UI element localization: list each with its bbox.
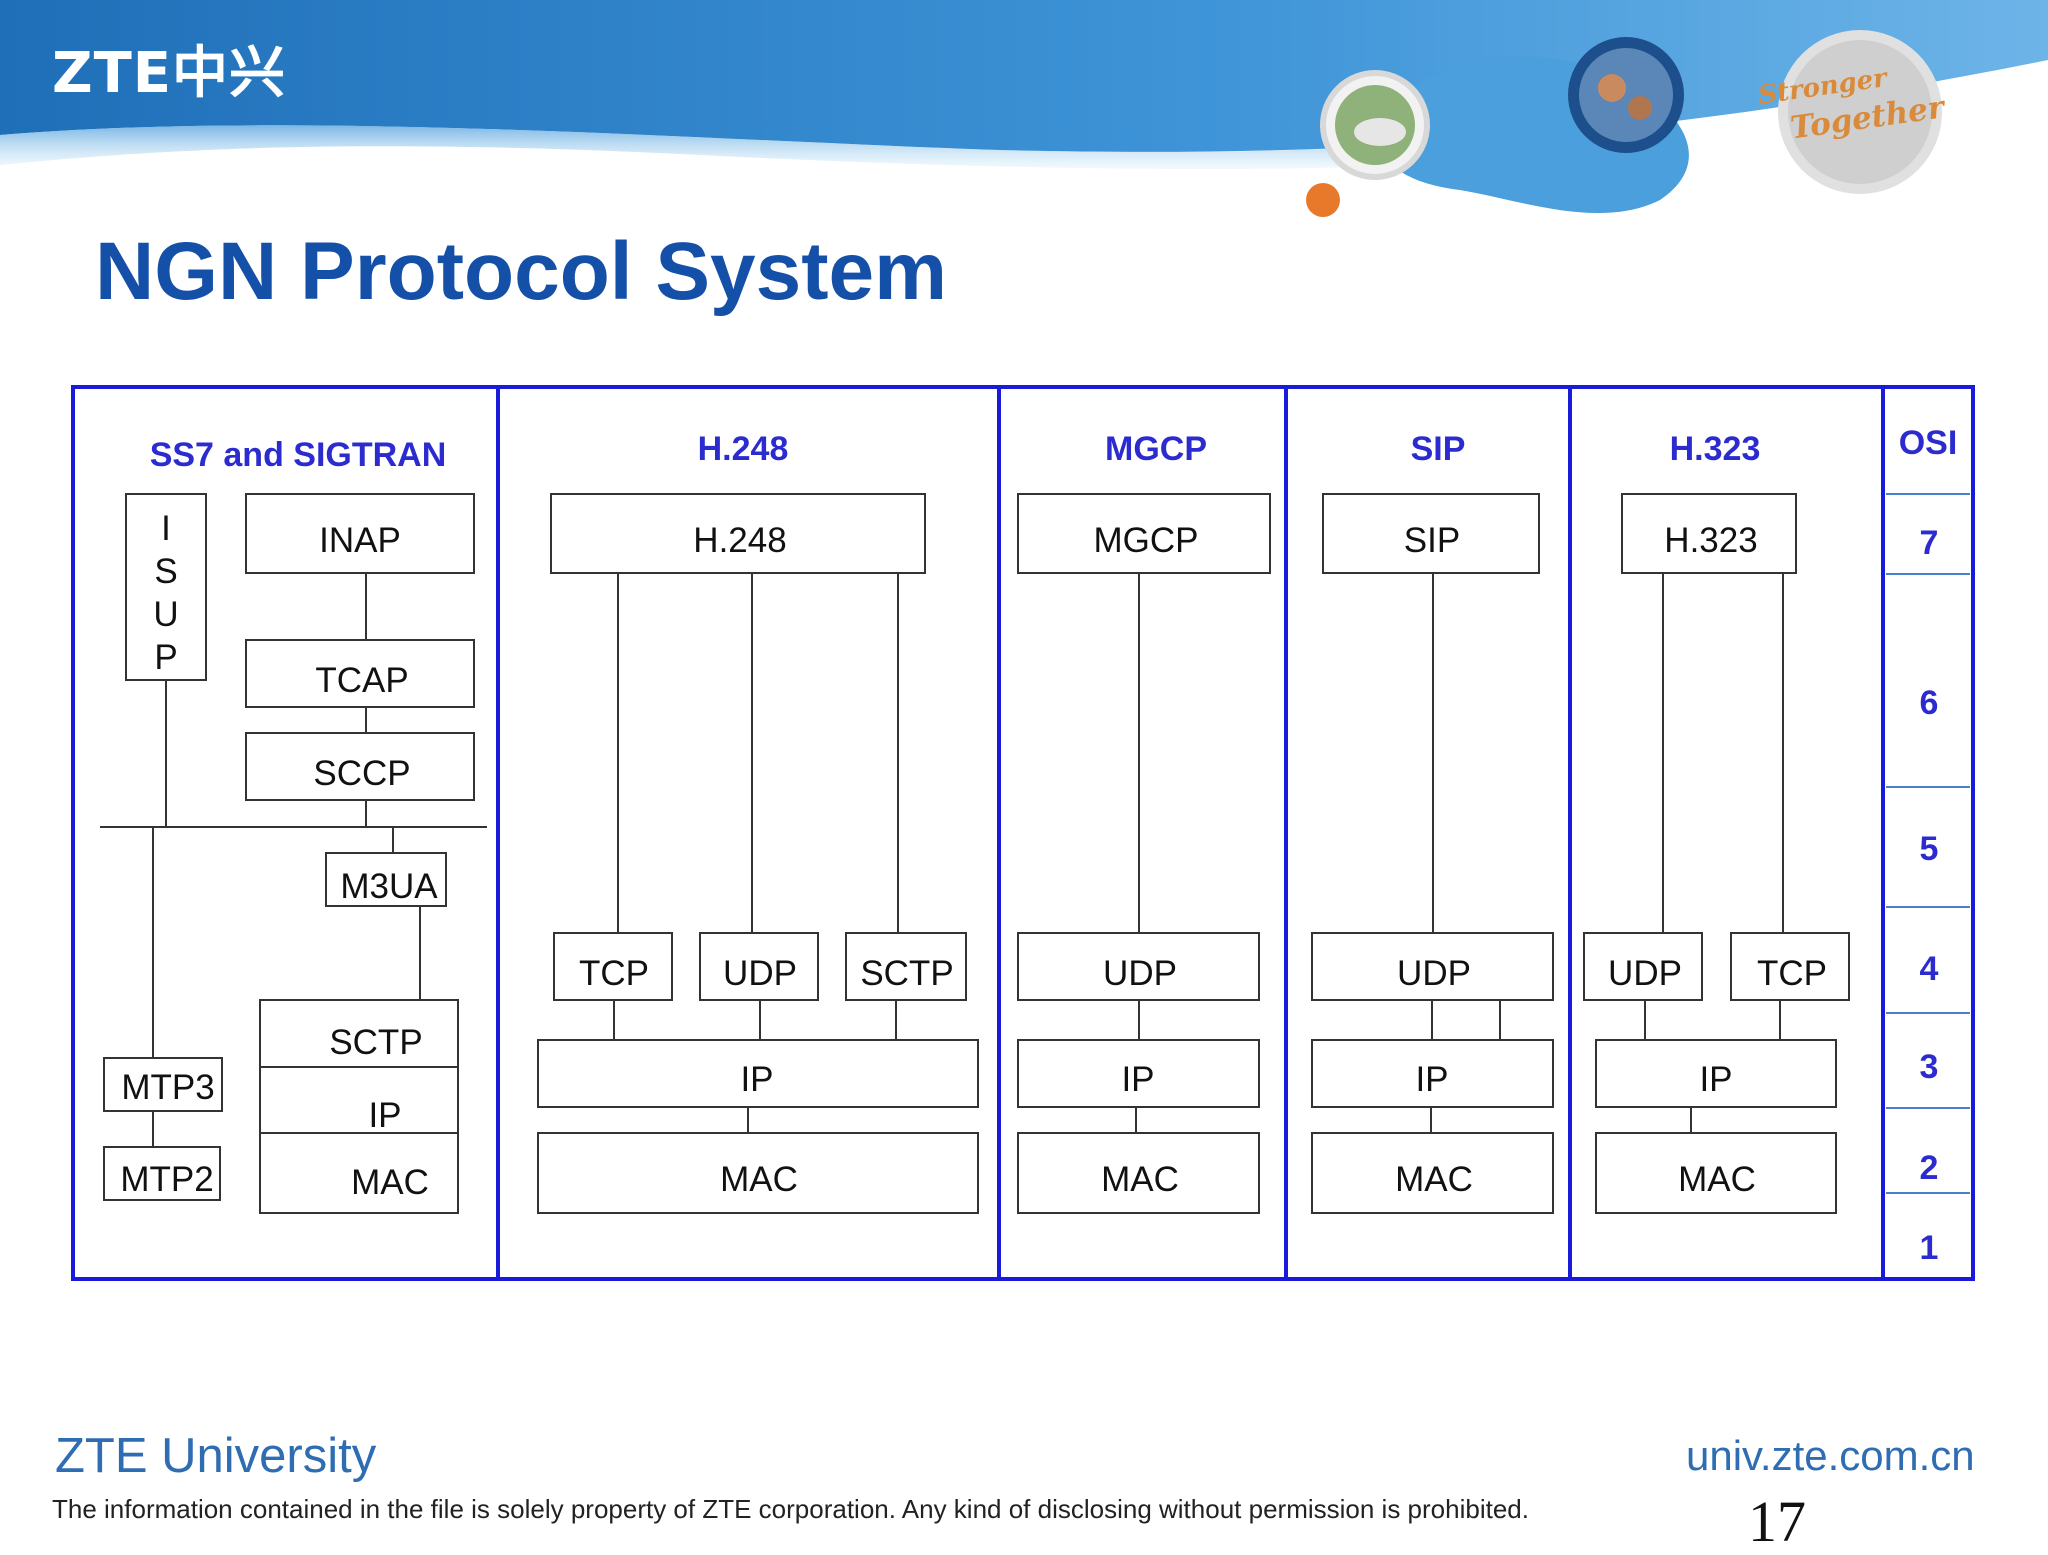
h248-label: H.248: [693, 521, 786, 560]
mgcp-ip-box: [1017, 1039, 1260, 1108]
sip-mac-box: [1311, 1132, 1554, 1214]
h248-ip-label: IP: [740, 1060, 773, 1099]
diagram-frame: [71, 385, 1975, 1281]
mgcp-udp-box: [1017, 932, 1260, 1001]
isup-letter: S: [154, 552, 177, 591]
h248-box: [550, 493, 926, 574]
m3ua-label: M3UA: [340, 867, 438, 906]
bubble-group: [1306, 30, 1942, 217]
h323-tcp-box: [1730, 932, 1850, 1001]
h323-udp-label: UDP: [1608, 954, 1682, 993]
sip-udp-label: UDP: [1397, 954, 1471, 993]
mtp3-box: [103, 1057, 223, 1112]
h248-udp-box: [699, 932, 819, 1001]
osi-layer-7: 7: [1920, 524, 1939, 562]
h323-box: [1621, 493, 1797, 574]
ss7-sctp-label: SCTP: [329, 1023, 422, 1062]
column-header-sip: SIP: [1411, 430, 1466, 468]
h248-mac-label: MAC: [720, 1160, 798, 1199]
isup-letter: P: [154, 638, 177, 677]
mgcp-mac-box: [1017, 1132, 1260, 1214]
h248-ip-box: [537, 1039, 979, 1108]
h248-mac-box: [537, 1132, 979, 1214]
h323-ip-label: IP: [1699, 1060, 1732, 1099]
ss7-mac-box: [259, 1132, 459, 1214]
footer-disclaimer: The information contained in the file is…: [52, 1494, 1529, 1524]
h248-sctp-box: [845, 932, 967, 1001]
h323-tcp-label: TCP: [1757, 954, 1827, 993]
zte-logo: ZTE中兴: [52, 41, 287, 106]
mgcp-udp-label: UDP: [1103, 954, 1177, 993]
tcap-box: [245, 639, 475, 708]
h248-udp-label: UDP: [723, 954, 797, 993]
h323-udp-box: [1583, 932, 1703, 1001]
mgcp-mac-label: MAC: [1101, 1160, 1179, 1199]
sip-mac-label: MAC: [1395, 1160, 1473, 1199]
footer-university: ZTE University: [55, 1429, 377, 1483]
osi-layer-4: 4: [1920, 950, 1939, 988]
osi-layer-3: 3: [1920, 1048, 1939, 1086]
sip-ip-box: [1311, 1039, 1554, 1108]
sip-label: SIP: [1404, 521, 1460, 560]
osi-layer-2: 2: [1920, 1149, 1939, 1187]
h323-mac-label: MAC: [1678, 1160, 1756, 1199]
h248-sctp-label: SCTP: [860, 954, 953, 993]
mtp3-label: MTP3: [121, 1068, 214, 1107]
osi-layer-6: 6: [1920, 684, 1939, 722]
header-banner: [0, 0, 2048, 217]
osi-layer-5: 5: [1920, 830, 1939, 868]
column-header-osi: OSI: [1899, 424, 1958, 462]
column-header-h323: H.323: [1670, 430, 1761, 468]
m3ua-box: [325, 852, 447, 907]
sccp-box: [245, 732, 475, 801]
column-header-h248: H.248: [698, 430, 789, 468]
osi-layer-1: 1: [1920, 1229, 1939, 1267]
sip-box: [1322, 493, 1540, 574]
h323-ip-box: [1595, 1039, 1837, 1108]
ss7-ip-label: IP: [368, 1096, 401, 1135]
mgcp-ip-label: IP: [1121, 1060, 1154, 1099]
mgcp-label: MGCP: [1094, 521, 1199, 560]
ss7-ip-box: [259, 1066, 459, 1134]
mtp2-box: [103, 1146, 221, 1201]
h248-tcp-box: [553, 932, 673, 1001]
column-header-mgcp: MGCP: [1105, 430, 1207, 468]
column-header-ss7: SS7 and SIGTRAN: [150, 436, 447, 474]
mtp2-label: MTP2: [120, 1160, 213, 1199]
h248-tcp-label: TCP: [579, 954, 649, 993]
inap-box: [245, 493, 475, 574]
sccp-label: SCCP: [313, 754, 410, 793]
footer-url: univ.zte.com.cn: [1686, 1432, 1975, 1479]
mgcp-box: [1017, 493, 1271, 574]
ss7-mac-label: MAC: [351, 1163, 429, 1202]
page-title: NGN Protocol System: [95, 226, 948, 317]
h323-mac-box: [1595, 1132, 1837, 1214]
page-number: 17: [1748, 1489, 1806, 1554]
tcap-label: TCAP: [315, 661, 408, 700]
isup-letter: I: [161, 509, 171, 548]
inap-label: INAP: [319, 521, 401, 560]
isup-letter: U: [153, 595, 178, 634]
h323-label: H.323: [1664, 521, 1757, 560]
sip-ip-label: IP: [1415, 1060, 1448, 1099]
